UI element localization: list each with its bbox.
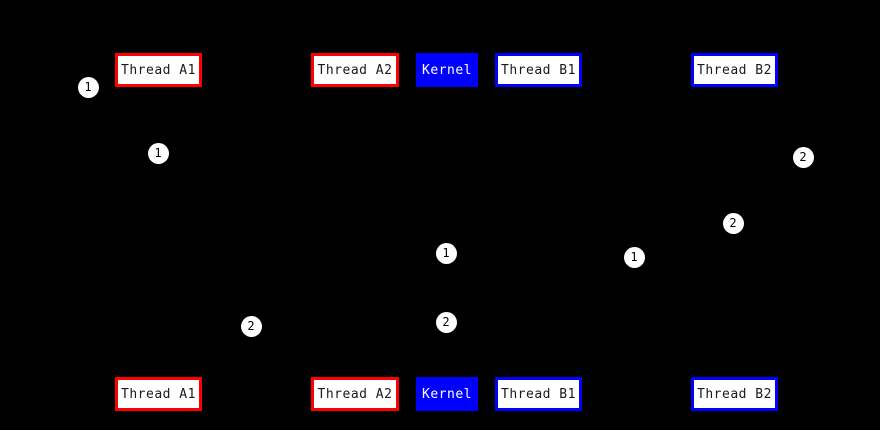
- participant-thread-a2-bottom[interactable]: Thread A2: [311, 377, 399, 411]
- marker-1b: 1: [147, 142, 169, 164]
- marker-2a: 2: [792, 146, 814, 168]
- lifeline-thread-a1: [158, 88, 159, 377]
- participant-kernel-top[interactable]: Kernel: [416, 53, 478, 87]
- participant-label: Thread B1: [501, 62, 576, 78]
- message-3: [447, 223, 734, 224]
- lifeline-thread-b1: [538, 88, 539, 377]
- participant-label: Thread A1: [121, 62, 196, 78]
- participant-thread-b2-top[interactable]: Thread B2: [691, 53, 778, 87]
- participant-label: Thread B1: [501, 386, 576, 402]
- marker-2c: 2: [240, 315, 262, 337]
- message-5: [734, 157, 803, 158]
- participant-label: Thread A1: [121, 386, 196, 402]
- participant-label: Thread A2: [317, 386, 393, 402]
- message-1: [88, 87, 158, 88]
- marker-1a: 1: [77, 76, 99, 98]
- participant-thread-b1-top[interactable]: Thread B1: [495, 53, 582, 87]
- message-2: [158, 253, 447, 254]
- participant-thread-a1-bottom[interactable]: Thread A1: [115, 377, 202, 411]
- marker-2b: 2: [722, 212, 744, 234]
- lifeline-kernel: [447, 88, 448, 377]
- marker-1d: 1: [623, 246, 645, 268]
- marker-2d: 2: [435, 311, 457, 333]
- participant-label: Thread B2: [697, 386, 772, 402]
- participant-thread-b2-bottom[interactable]: Thread B2: [691, 377, 778, 411]
- participant-label: Thread B2: [697, 62, 772, 78]
- participant-label: Kernel: [422, 386, 472, 402]
- participant-thread-b1-bottom[interactable]: Thread B1: [495, 377, 582, 411]
- lifeline-thread-a2: [355, 88, 356, 377]
- participant-kernel-bottom[interactable]: Kernel: [416, 377, 478, 411]
- participant-thread-a2-top[interactable]: Thread A2: [311, 53, 399, 87]
- participant-label: Kernel: [422, 62, 472, 78]
- participant-label: Thread A2: [317, 62, 393, 78]
- participant-thread-a1-top[interactable]: Thread A1: [115, 53, 202, 87]
- marker-1c: 1: [435, 242, 457, 264]
